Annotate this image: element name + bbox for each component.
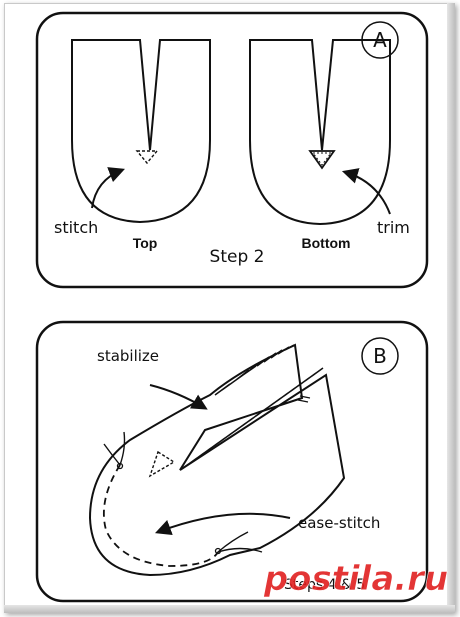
- label-bottom: Bottom: [302, 235, 351, 251]
- panel-a-caption: Step 2: [210, 247, 265, 267]
- label-trim: trim: [377, 218, 410, 237]
- stitch-arrow: [91, 167, 125, 209]
- blanket-stitch-inner: [185, 367, 324, 467]
- trim-dart-bottom: [308, 150, 336, 170]
- stabilize-arrow: [149, 384, 208, 410]
- panel-a: A stitch trim Top Bottom Step 2: [35, 11, 429, 289]
- watermark-text: postila.ru: [263, 559, 448, 599]
- label-stitch: stitch: [54, 218, 98, 237]
- pattern-bottom-shape: [249, 39, 391, 226]
- panel-b: B stabilize ease-stitch Steps 4 & 5: [35, 320, 429, 603]
- slipper-outline: [88, 343, 346, 577]
- frame-edge: [4, 605, 455, 613]
- panel-b-border: [35, 320, 429, 603]
- label-ease-stitch: ease-stitch: [298, 514, 380, 532]
- pattern-top-shape: [71, 39, 211, 224]
- panel-b-caption: Steps 4 & 5: [284, 577, 365, 593]
- label-stabilize: stabilize: [97, 347, 159, 365]
- stabilize-dart: [148, 450, 176, 478]
- badge-b-label: B: [373, 344, 387, 368]
- thread-tail-left: [103, 431, 126, 466]
- blanket-stitch-side: [297, 395, 311, 403]
- ease-stitch-arrow: [155, 512, 291, 535]
- label-top: Top: [133, 235, 158, 251]
- panel-a-border: [35, 11, 429, 289]
- stitch-dart-top: [135, 150, 159, 165]
- image-frame: [4, 3, 455, 613]
- blanket-stitch-upper: [214, 344, 295, 396]
- frame-edge: [447, 3, 455, 613]
- badge-b: B: [361, 337, 399, 375]
- ease-stitch-line: [103, 464, 219, 567]
- trim-arrow: [341, 168, 391, 215]
